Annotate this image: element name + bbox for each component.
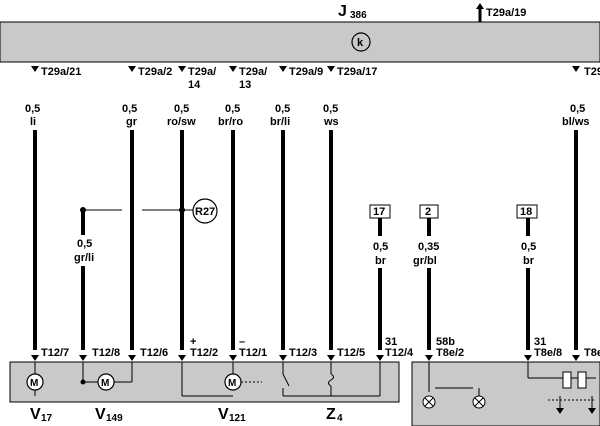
svg-text:T12/6: T12/6	[140, 347, 168, 359]
svg-text:T12/3: T12/3	[289, 347, 317, 359]
svg-text:0,5: 0,5	[373, 241, 388, 253]
wire-li: T29a/21 0,5 li T12/7	[25, 66, 81, 361]
svg-text:gr/li: gr/li	[74, 252, 94, 264]
svg-text:0,5: 0,5	[323, 103, 338, 115]
svg-text:bl/ws: bl/ws	[562, 116, 590, 128]
lamp-housing	[411, 361, 600, 426]
svg-text:17: 17	[41, 413, 53, 424]
ref-wire-18: 18 0,5 br 31 T8e/8	[516, 204, 562, 361]
ref-wire-2: 2 0,35 gr/bl 58b T8e/2	[413, 204, 464, 361]
svg-text:M: M	[101, 378, 109, 389]
svg-text:0,35: 0,35	[418, 241, 439, 253]
svg-text:121: 121	[229, 413, 246, 424]
svg-text:V: V	[218, 406, 229, 423]
svg-text:T12/2: T12/2	[190, 347, 218, 359]
svg-text:0,5: 0,5	[225, 103, 240, 115]
svg-text:2: 2	[425, 206, 431, 218]
relay-ref-r27: R27	[192, 198, 218, 224]
svg-text:4: 4	[337, 413, 343, 424]
svg-text:149: 149	[106, 413, 123, 424]
svg-text:0,5: 0,5	[521, 241, 536, 253]
control-module-box	[0, 21, 600, 63]
svg-text:M: M	[30, 378, 38, 389]
svg-text:T12/7: T12/7	[41, 347, 69, 359]
svg-text:13: 13	[239, 79, 251, 91]
svg-text:14: 14	[188, 79, 201, 91]
svg-text:ws: ws	[323, 116, 339, 128]
svg-text:0,5: 0,5	[122, 103, 137, 115]
svg-text:0,5: 0,5	[77, 238, 92, 250]
svg-text:T8e/2: T8e/2	[436, 347, 464, 359]
wire-gr: T29a/2 0,5 gr T12/6	[122, 66, 172, 361]
seat-adjust-housing	[9, 361, 400, 403]
motor-v149: M	[80, 362, 133, 391]
lamp-icons	[422, 362, 596, 414]
svg-text:T29a/21: T29a/21	[41, 66, 81, 78]
svg-text:0,5: 0,5	[570, 103, 585, 115]
wire-bl-ws: T29 0,5 bl/ws T8e	[562, 66, 600, 361]
svg-text:M: M	[228, 378, 236, 389]
wire-br-li: T29a/9 0,5 br/li T12/3	[270, 66, 323, 361]
ref-wire-17: 17 0,5 br 31 T12/4	[369, 204, 414, 361]
label-v121: V 121	[218, 406, 246, 424]
svg-text:0,5: 0,5	[25, 103, 40, 115]
label-z4: Z 4	[326, 406, 343, 424]
svg-text:T12/5: T12/5	[337, 347, 365, 359]
svg-text:T29a/: T29a/	[188, 66, 216, 78]
motor-v121: M	[181, 362, 262, 397]
svg-text:T29a/2: T29a/2	[138, 66, 172, 78]
module-sub: 386	[350, 10, 367, 21]
svg-text:T8e: T8e	[584, 347, 600, 359]
svg-text:0,5: 0,5	[275, 103, 290, 115]
branch-wire-gr-li: 0,5 gr/li T12/8	[74, 207, 193, 361]
wire-ro-sw: T29a/ 14 0,5 ro/sw + T12/2	[167, 66, 218, 361]
top-connector: T29a/19	[476, 3, 526, 22]
svg-text:Z: Z	[326, 406, 336, 423]
svg-text:T8e/8: T8e/8	[534, 347, 562, 359]
svg-text:br: br	[523, 255, 535, 267]
svg-text:gr/bl: gr/bl	[413, 255, 437, 267]
svg-text:T29a/: T29a/	[239, 66, 267, 78]
svg-text:V: V	[30, 406, 41, 423]
svg-text:V: V	[95, 406, 106, 423]
svg-text:T12/4: T12/4	[385, 347, 414, 359]
svg-text:ro/sw: ro/sw	[167, 116, 196, 128]
svg-text:T29: T29	[584, 66, 600, 78]
svg-text:31: 31	[385, 336, 397, 348]
label-v149: V 149	[95, 406, 123, 424]
svg-text:T29a/9: T29a/9	[289, 66, 323, 78]
svg-text:li: li	[30, 116, 36, 128]
svg-text:T12/8: T12/8	[92, 347, 120, 359]
svg-text:R27: R27	[195, 206, 215, 218]
module-symbol-letter: k	[357, 37, 364, 49]
svg-text:gr: gr	[126, 116, 138, 128]
svg-text:31: 31	[534, 336, 546, 348]
svg-text:T29a/17: T29a/17	[337, 66, 377, 78]
wire-br-ro: T29a/ 13 0,5 br/ro – T12/1	[218, 66, 267, 361]
svg-text:br/ro: br/ro	[218, 116, 243, 128]
svg-text:0,5: 0,5	[174, 103, 189, 115]
module-symbol: k	[351, 32, 371, 52]
svg-text:br/li: br/li	[270, 116, 290, 128]
top-connector-label: T29a/19	[486, 7, 526, 19]
svg-text:T12/1: T12/1	[239, 347, 267, 359]
motor-v17: M	[26, 362, 44, 396]
svg-text:–: –	[239, 336, 245, 348]
svg-text:+: +	[190, 336, 196, 348]
svg-text:17: 17	[373, 206, 385, 218]
svg-text:br: br	[375, 255, 387, 267]
switch-z4	[282, 362, 381, 397]
module-id: J	[338, 3, 347, 20]
label-v17: V 17	[30, 406, 53, 424]
wire-ws: T29a/17 0,5 ws T12/5	[323, 66, 377, 361]
svg-text:58b: 58b	[436, 336, 455, 348]
svg-text:18: 18	[520, 206, 532, 218]
